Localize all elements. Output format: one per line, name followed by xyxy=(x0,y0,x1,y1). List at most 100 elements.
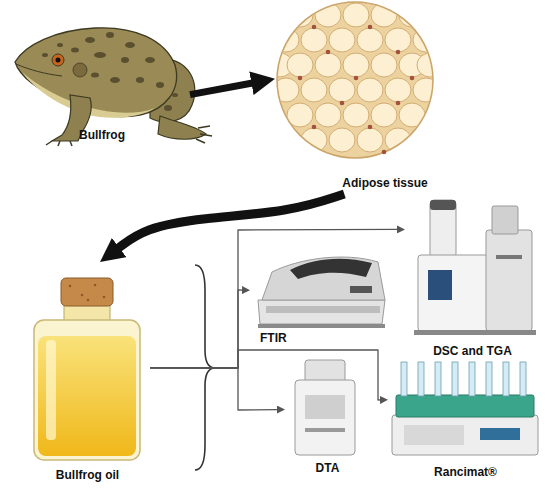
oil-bottle-illustration xyxy=(69,284,106,302)
adipose-tissue-illustration xyxy=(329,28,355,52)
instrument-panel: DSC and TGA xyxy=(405,192,540,362)
branch-connector xyxy=(150,290,242,368)
adipose-tissue-illustration xyxy=(354,76,359,81)
adipose-tissue-illustration xyxy=(385,128,411,152)
bullfrog-illustration xyxy=(15,28,177,117)
adipose-tissue-illustration xyxy=(326,50,331,55)
dta-instrument xyxy=(295,360,355,455)
bullfrog-illustration xyxy=(91,73,99,78)
ftir-instrument xyxy=(258,257,385,328)
node-label: Bullfrog oil xyxy=(25,468,150,482)
adipose-tissue-illustration xyxy=(371,103,397,127)
adipose-tissue-illustration xyxy=(267,2,443,158)
branch-connector xyxy=(150,368,277,410)
adipose-tissue-illustration xyxy=(340,101,345,106)
rancimat-instrument xyxy=(469,362,475,396)
process-arrow xyxy=(190,83,253,95)
adipose-tissue-panel: Adipose tissue xyxy=(275,2,440,194)
adipose-tissue-illustration xyxy=(312,25,317,30)
adipose-tissue-illustration xyxy=(385,28,411,52)
dsc-tga-instrument xyxy=(414,200,536,335)
adipose-tissue-illustration xyxy=(301,78,327,102)
adipose-tissue-illustration xyxy=(277,2,433,158)
bullfrog-illustration xyxy=(196,126,212,143)
rancimat-instrument xyxy=(520,362,526,396)
node-label: DTA xyxy=(285,461,370,475)
adipose-tissue-illustration xyxy=(413,78,439,102)
bullfrog-illustration xyxy=(172,93,178,97)
oil-bottle-illustration xyxy=(38,336,136,456)
adipose-tissue-illustration xyxy=(273,28,299,52)
dsc-tga-instrument xyxy=(486,230,532,331)
ftir-instrument xyxy=(258,324,385,328)
dsc-tga-instrument xyxy=(496,255,522,259)
adipose-tissue-illustration xyxy=(368,125,373,130)
adipose-tissue-illustration xyxy=(287,3,313,27)
process-arrow xyxy=(118,194,344,248)
oil-bottle-illustration xyxy=(87,299,90,302)
bullfrog-illustration xyxy=(136,77,144,83)
bullfrog-illustration xyxy=(16,64,62,76)
bullfrog-illustration xyxy=(121,57,129,63)
adipose-tissue-illustration xyxy=(343,103,369,127)
rancimat-instrument xyxy=(401,362,526,396)
instrument-panel: DTA xyxy=(285,352,370,477)
adipose-tissue-illustration xyxy=(298,25,415,155)
dta-instrument xyxy=(295,380,355,455)
adipose-tissue-illustration xyxy=(396,101,401,106)
bullfrog-illustration xyxy=(57,43,63,47)
adipose-tissue-illustration xyxy=(382,150,387,155)
rancimat-instrument xyxy=(396,395,534,417)
branch-connector xyxy=(150,350,380,400)
bullfrog-illustration xyxy=(56,58,61,63)
node-label: FTIR xyxy=(260,331,380,345)
ftir-instrument xyxy=(290,259,372,279)
dta-instrument xyxy=(305,395,345,419)
node-label: Adipose tissue xyxy=(330,176,440,190)
adipose-tissue-illustration xyxy=(315,3,341,27)
dsc-tga-instrument xyxy=(414,330,536,335)
bullfrog-illustration xyxy=(46,141,72,146)
oil-bottle-illustration xyxy=(61,278,113,306)
oil-bottle-illustration xyxy=(34,278,140,460)
oil-bottle-illustration xyxy=(94,284,97,287)
instrument-panel: FTIR xyxy=(250,245,390,348)
adipose-tissue-illustration xyxy=(287,103,313,127)
adipose-tissue-illustration xyxy=(371,53,397,77)
adipose-tissue-illustration xyxy=(329,128,355,152)
rancimat-instrument xyxy=(480,428,520,440)
bullfrog-illustration xyxy=(164,105,172,111)
adipose-tissue-illustration xyxy=(329,78,355,102)
adipose-tissue-illustration xyxy=(301,28,327,52)
adipose-tissue-illustration xyxy=(343,53,369,77)
adipose-tissue-illustration xyxy=(399,103,425,127)
oil-bottle-illustration xyxy=(46,340,56,440)
bullfrog-illustration xyxy=(156,82,164,88)
instrument-panel: Rancimat® xyxy=(388,355,543,483)
ftir-instrument xyxy=(262,257,385,300)
bullfrog-illustration xyxy=(145,57,155,63)
rancimat-instrument xyxy=(486,362,492,396)
adipose-tissue-illustration xyxy=(315,103,341,127)
adipose-tissue-illustration xyxy=(301,128,327,152)
rancimat-instrument xyxy=(404,425,464,445)
branch-connector xyxy=(150,229,397,368)
dsc-tga-instrument xyxy=(430,200,456,258)
adipose-tissue-illustration xyxy=(343,3,369,27)
node-label: DSC and TGA xyxy=(405,344,540,358)
adipose-tissue-illustration xyxy=(357,78,383,102)
adipose-tissue-illustration xyxy=(413,28,439,52)
bullfrog-illustration xyxy=(71,48,79,53)
oil-bottle-illustration xyxy=(103,296,106,299)
adipose-tissue-illustration xyxy=(385,78,411,102)
adipose-tissue-illustration xyxy=(417,53,443,77)
bullfrog-illustration xyxy=(52,54,64,66)
bullfrog-panel: Bullfrog xyxy=(10,5,190,145)
node-label: Bullfrog xyxy=(72,128,132,142)
adipose-tissue-illustration xyxy=(396,50,401,55)
rancimat-instrument xyxy=(452,362,458,396)
